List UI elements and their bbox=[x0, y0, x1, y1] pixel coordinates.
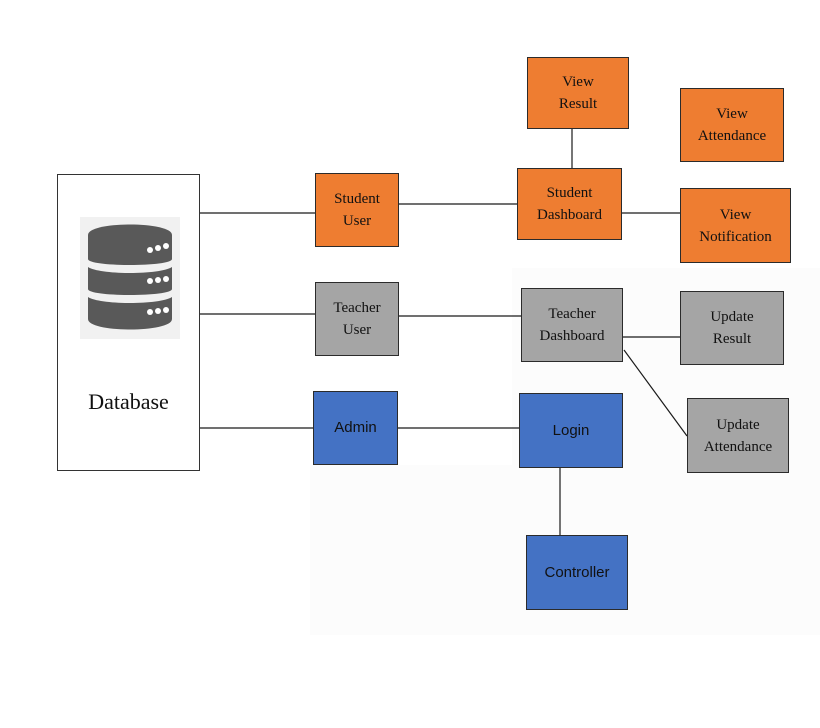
view-attendance-node: View Attendance bbox=[680, 88, 784, 162]
controller-label: Controller bbox=[544, 563, 610, 581]
admin-node: Admin bbox=[313, 391, 398, 465]
update-attendance-label: Update Attendance bbox=[703, 416, 773, 455]
student-user-label: Student User bbox=[334, 191, 380, 229]
link-teacher-dashboard-update-attendance bbox=[623, 349, 688, 437]
student-user-node: Student User bbox=[315, 173, 399, 247]
student-dashboard-node: Student Dashboard bbox=[517, 168, 622, 240]
view-notification-node: View Notification bbox=[680, 188, 791, 263]
update-attendance-node: Update Attendance bbox=[687, 398, 789, 473]
teacher-user-node: Teacher User bbox=[315, 282, 399, 356]
database-box: Database bbox=[57, 174, 200, 471]
teacher-dashboard-node: Teacher Dashboard bbox=[521, 288, 623, 362]
controller-node: Controller bbox=[526, 535, 628, 610]
database-label: Database bbox=[88, 389, 169, 414]
database-server-icon bbox=[80, 217, 180, 339]
login-node: Login bbox=[519, 393, 623, 468]
update-result-label: Update Result bbox=[710, 309, 754, 347]
login-label: Login bbox=[552, 421, 590, 439]
admin-label: Admin bbox=[334, 419, 377, 436]
student-dashboard-label: Student Dashboard bbox=[537, 185, 602, 223]
teacher-user-label: Teacher User bbox=[333, 300, 381, 338]
update-result-node: Update Result bbox=[680, 291, 784, 365]
view-attendance-label: View Attendance bbox=[697, 106, 767, 144]
view-notification-label: View Notification bbox=[699, 206, 772, 245]
teacher-dashboard-label: Teacher Dashboard bbox=[539, 306, 605, 344]
view-result-node: View Result bbox=[527, 57, 629, 129]
view-result-label: View Result bbox=[558, 74, 598, 112]
